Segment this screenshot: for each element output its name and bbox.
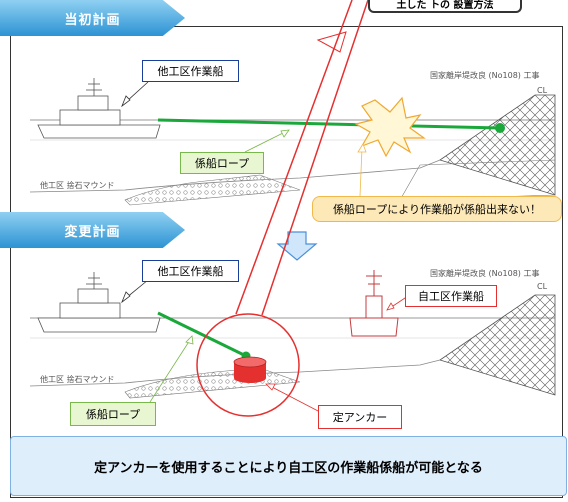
project-label-2: 国家離岸堤改良 (No108) 工事 <box>430 269 540 278</box>
centerline-label-1: CL <box>537 86 548 95</box>
rubble-mound-1 <box>124 174 301 206</box>
own-vessel-label: 自工区作業船 <box>405 285 497 307</box>
mooring-rope-line-1 <box>157 118 501 130</box>
section-header-revised: 変更計画 <box>0 212 185 248</box>
anchor-label: 定アンカー <box>318 405 402 429</box>
own-vessel-ship <box>349 270 399 337</box>
mound-label-1: 他工区 捨石マウンド <box>40 181 115 190</box>
conflict-burst <box>354 96 426 158</box>
mooring-rope-label-2: 係船ロープ <box>70 402 156 426</box>
anchor-highlight-circle <box>196 313 300 417</box>
other-vessel-ship-2 <box>37 272 161 333</box>
rope-anchor-point-1 <box>495 123 505 133</box>
project-label-1: 国家離岸堤改良 (No108) 工事 <box>430 71 540 80</box>
mound-label-2: 他工区 捨石マウンド <box>40 375 115 384</box>
breakwater-2 <box>439 294 556 396</box>
warning-callout: 係船ロープにより作業船が係船出来ない！ <box>312 196 562 222</box>
top-title-box: 土した トの 設置方法 <box>368 0 522 13</box>
breakwater-1 <box>439 94 556 196</box>
centerline-label-2: CL <box>537 282 548 291</box>
section-header-original: 当初計画 <box>0 0 185 36</box>
other-vessel-label-2: 他工区作業船 <box>142 260 239 282</box>
other-vessel-ship-1 <box>37 78 161 139</box>
other-vessel-label-1: 他工区作業船 <box>142 60 239 82</box>
conclusion-banner: 定アンカーを使用することにより自工区の作業船係船が可能となる <box>10 436 567 496</box>
mooring-rope-line-2 <box>157 311 247 358</box>
mooring-rope-label-1: 係船ロープ <box>180 152 264 174</box>
down-arrow <box>276 231 318 261</box>
